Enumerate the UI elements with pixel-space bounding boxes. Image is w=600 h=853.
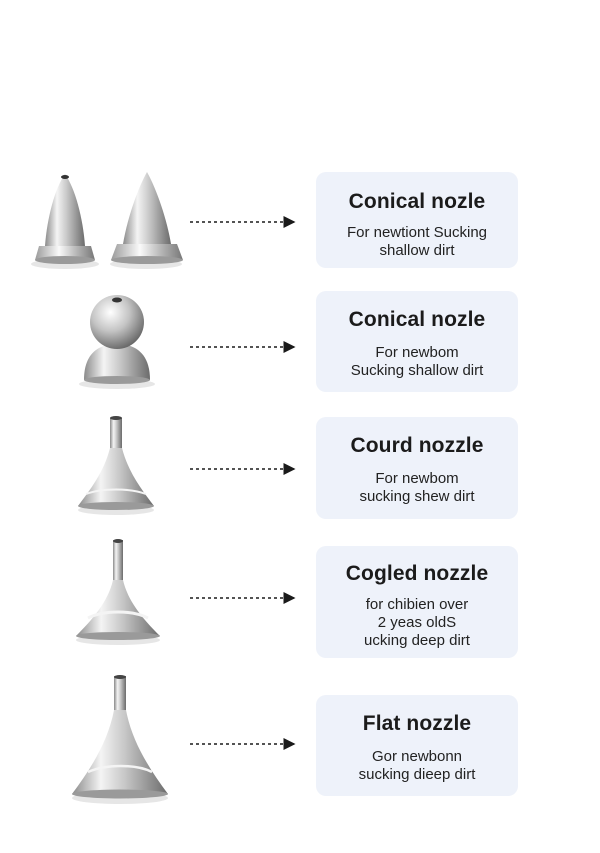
ball-nozzle-icon (79, 295, 155, 389)
nozzle-card-2: Conical nozle For newbom Sucking shallow… (316, 291, 518, 392)
nozzle-title: Flat nozzle (362, 712, 472, 735)
dashed-arrow-icon (190, 592, 296, 604)
nozzle-card-1: Conical nozle For newtiont Sucking shall… (316, 172, 518, 268)
nozzle-desc-line: ucking deep dirt (364, 632, 470, 649)
dashed-arrow-icon (190, 463, 296, 475)
nozzle-card-5: Flat nozzle Gor newbonn sucking dieep di… (316, 695, 518, 796)
double-bullet-nozzle-icon (31, 172, 183, 269)
nozzle-card-4: Cogled nozzle for chibien over 2 yeas ol… (316, 546, 518, 658)
dashed-arrow-icon (190, 738, 296, 750)
nozzle-card-3: Courd nozzle For newbom sucking shew dir… (316, 417, 518, 519)
nozzle-desc-line: sucking dieep dirt (358, 766, 476, 783)
nozzle-desc-line: For newtiont Sucking (346, 224, 488, 241)
nozzle-desc-line: 2 yeas oldS (377, 614, 457, 631)
nozzle-desc-line: Sucking shallow dirt (350, 362, 484, 379)
nozzle-title: Courd nozzle (350, 434, 484, 457)
tall-funnel-nozzle-icon (76, 539, 160, 645)
wide-funnel-nozzle-icon (72, 675, 168, 804)
nozzle-desc-line: for chibien over (365, 596, 469, 613)
nozzle-desc-line: sucking shew dirt (359, 488, 475, 505)
funnel-nozzle-icon (78, 416, 154, 515)
nozzle-desc-line: Gor newbonn (371, 748, 463, 765)
nozzle-title: Conical nozle (348, 308, 486, 331)
dashed-arrow-icon (190, 341, 296, 353)
nozzle-desc-line: For newbom (375, 470, 459, 487)
nozzle-title: Conical nozle (348, 190, 486, 213)
nozzle-desc-line: For newbom (375, 344, 459, 361)
nozzle-desc-line: shallow dirt (379, 242, 455, 259)
nozzle-title: Cogled nozzle (345, 562, 489, 585)
dashed-arrow-icon (190, 216, 296, 228)
